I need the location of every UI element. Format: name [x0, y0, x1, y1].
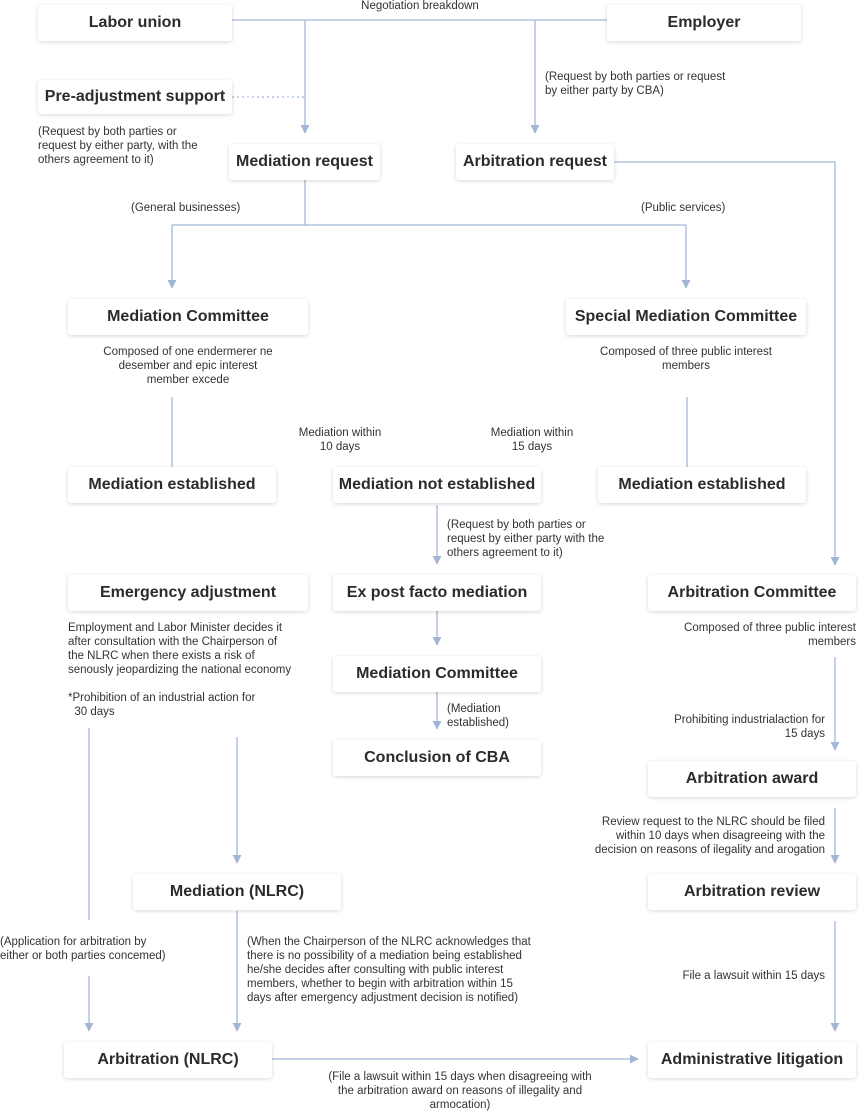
lawsuit-within-15-days-label: File a lawsuit within 15 days	[682, 970, 825, 982]
conclusion-of-cba-box: Conclusion of CBA	[333, 740, 541, 776]
special-mediation-committee-box: Special Mediation Committee	[566, 299, 806, 335]
arbitration-nlrc-box: Arbitration (NLRC)	[64, 1042, 272, 1078]
employer-box: Employer	[607, 5, 801, 41]
employer-request-note: (Request by both parties or request by e…	[545, 71, 726, 97]
prohibiting-industrial-action-note: Prohibiting industrialaction for 15 days	[674, 714, 825, 740]
mediation-established-note: (Mediation established)	[447, 703, 510, 729]
mediation-established-right-box: Mediation established	[598, 467, 806, 503]
mediation-request-box: Mediation request	[229, 144, 380, 180]
arbitration-request-box: Arbitration request	[456, 144, 614, 180]
arbitration-award-box: Arbitration award	[648, 761, 856, 797]
mediation-not-established-box: Mediation not established	[333, 467, 541, 503]
lawsuit-disagree-note: (File a lawsuit within 15 days when disa…	[328, 1071, 592, 1111]
mediation-within-10-days-label: Mediation within 10 days	[298, 427, 382, 453]
review-request-note: Review request to the NLRC should be fil…	[594, 816, 825, 856]
mediation-committee-description: Composed of one endermerer ne desember a…	[103, 346, 273, 386]
special-committee-description: Composed of three public interest member…	[600, 346, 772, 372]
pre-adjustment-support-box: Pre-adjustment support	[38, 80, 232, 114]
negotiation-breakdown-label: Negotiation breakdown	[361, 0, 479, 12]
arbitration-committee-box: Arbitration Committee	[648, 575, 856, 611]
emergency-adjustment-description: Employment and Labor Minister decides it…	[68, 622, 292, 718]
chairperson-decision-note: (When the Chairperson of the NLRC acknow…	[247, 936, 531, 1004]
ex-post-request-note: (Request by both parties or request by e…	[447, 519, 605, 559]
ex-post-facto-mediation-box: Ex post facto mediation	[333, 575, 541, 611]
mediation-committee-2-box: Mediation Committee	[333, 656, 541, 692]
union-request-note: (Request by both parties or request by e…	[38, 126, 198, 166]
labor-union-box: Labor union	[38, 5, 232, 41]
emergency-adjustment-box: Emergency adjustment	[68, 575, 308, 611]
mediation-within-15-days-label: Mediation within 15 days	[490, 427, 574, 453]
general-businesses-label: (General businesses)	[131, 202, 241, 214]
mediation-nlrc-box: Mediation (NLRC)	[133, 874, 341, 910]
application-for-arbitration-note: (Application for arbitration by either o…	[0, 936, 166, 962]
mediation-established-left-box: Mediation established	[68, 467, 276, 503]
mediation-committee-box: Mediation Committee	[68, 299, 308, 335]
administrative-litigation-box: Administrative litigation	[648, 1042, 856, 1078]
arbitration-review-box: Arbitration review	[648, 874, 856, 910]
public-services-label: (Public services)	[641, 202, 726, 214]
arbitration-committee-description: Composed of three public interest member…	[684, 622, 856, 648]
